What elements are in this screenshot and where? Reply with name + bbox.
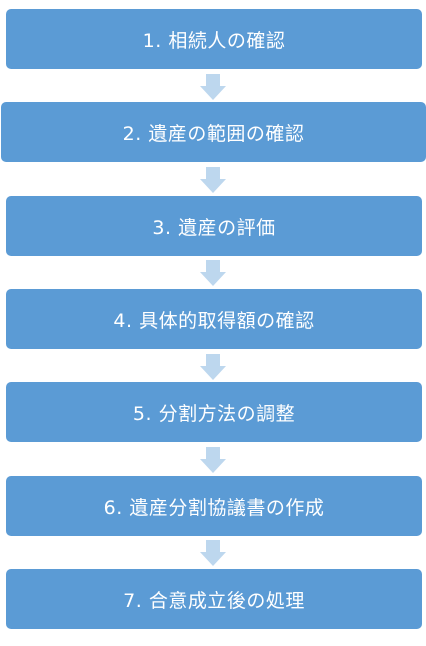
down-arrow-icon <box>200 354 226 380</box>
step-2-label: 2. 遺産の範囲の確認 <box>122 122 305 145</box>
step-5-label: 5. 分割方法の調整 <box>132 402 296 425</box>
step-4-box: 4. 具体的取得額の確認 <box>6 289 422 349</box>
step-4-label: 4. 具体的取得額の確認 <box>113 309 315 332</box>
step-3-label: 3. 遺産の評価 <box>152 216 276 239</box>
down-arrow-icon <box>200 540 226 566</box>
step-2-box: 2. 遺産の範囲の確認 <box>1 102 426 162</box>
down-arrow-icon <box>200 260 226 286</box>
step-3-box: 3. 遺産の評価 <box>6 196 422 256</box>
step-1-box: 1. 相続人の確認 <box>6 9 422 69</box>
step-1-label: 1. 相続人の確認 <box>142 29 286 52</box>
down-arrow-icon <box>200 74 226 100</box>
down-arrow-icon <box>200 167 226 193</box>
step-6-label: 6. 遺産分割協議書の作成 <box>103 496 325 519</box>
step-5-box: 5. 分割方法の調整 <box>6 382 422 442</box>
down-arrow-icon <box>200 447 226 473</box>
step-6-box: 6. 遺産分割協議書の作成 <box>6 476 422 536</box>
step-7-box: 7. 合意成立後の処理 <box>6 569 422 629</box>
step-7-label: 7. 合意成立後の処理 <box>123 589 305 612</box>
